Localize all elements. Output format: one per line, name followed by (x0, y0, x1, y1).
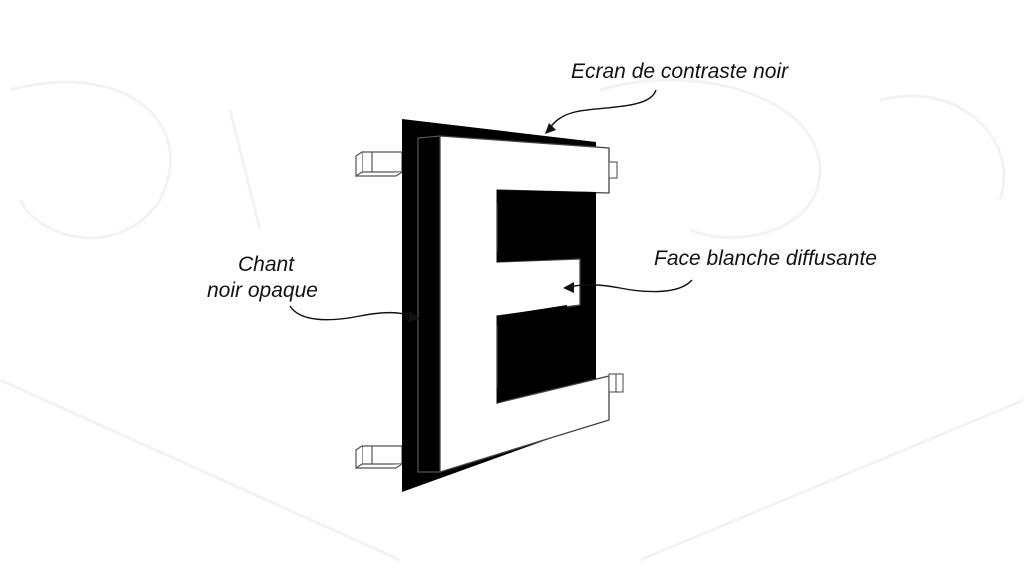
inner-shadow-middle-lower (497, 305, 567, 325)
mounting-bracket-top-left (355, 151, 403, 178)
label-edge-line1: Chant (238, 253, 295, 276)
mounting-bracket-right (608, 161, 624, 393)
opaque-black-edge (417, 135, 441, 473)
mounting-bracket-bottom-left (355, 445, 403, 470)
background-watermark (0, 78, 1024, 562)
label-contrast-screen: Ecran de contraste noir (571, 60, 789, 83)
inner-shadow-lower (497, 360, 596, 403)
white-diffusing-face (439, 135, 610, 473)
label-diffusing-face: Face blanche diffusante (654, 247, 877, 270)
arrow-edge (289, 305, 413, 321)
inner-shadow-upper (497, 190, 596, 204)
arrowhead-contrast-screen (545, 123, 556, 134)
arrow-diffusing-face (569, 279, 693, 293)
inner-shadow-middle (497, 248, 567, 262)
arrowhead-edge (408, 311, 420, 322)
arrowhead-diffusing-face (563, 282, 574, 293)
arrow-contrast-screen (548, 89, 657, 131)
label-edge-line2: noir opaque (207, 279, 318, 302)
